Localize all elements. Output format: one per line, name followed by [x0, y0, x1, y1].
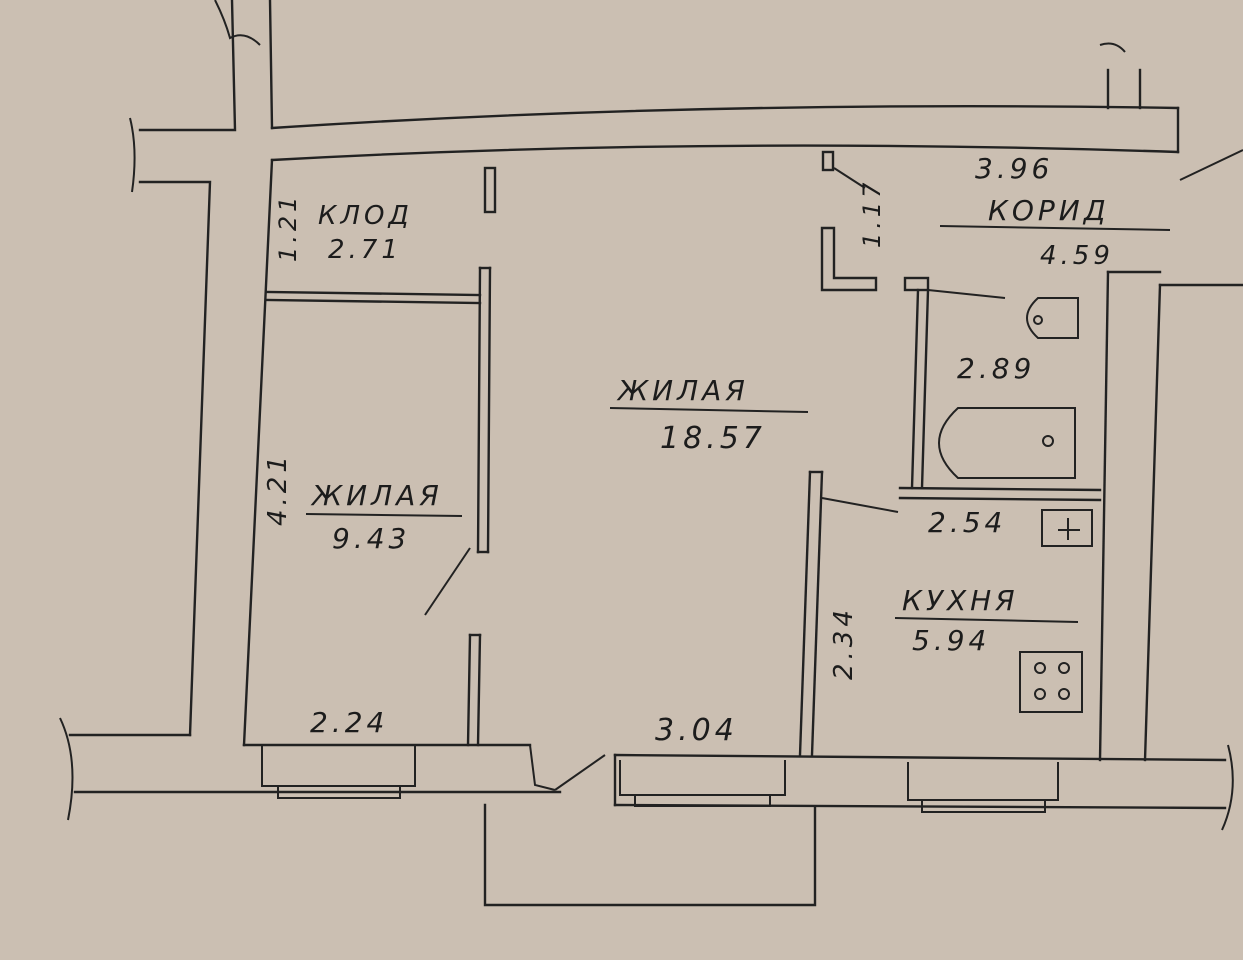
living-small-name: ЖИЛАЯ [310, 479, 443, 512]
storage-name: КЛОД [318, 201, 413, 231]
living-small-length: 4.21 [263, 452, 293, 526]
corridor-name: КОРИД [988, 194, 1110, 227]
bathtub-icon [938, 407, 1076, 479]
kitchen-width: 2.34 [829, 606, 859, 680]
break-lines [59, 0, 1243, 831]
corridor-width: 1.17 [858, 179, 886, 248]
kitchen-area: 5.94 [912, 624, 990, 657]
living-large-name: ЖИЛАЯ [616, 374, 749, 407]
corridor-area: 4.59 [1040, 241, 1114, 271]
interior-walls [264, 150, 1102, 757]
sink-icon [1026, 297, 1079, 339]
living-small-area: 9.43 [332, 522, 410, 555]
storage-area: 2.71 [328, 235, 402, 265]
outer-walls [68, 0, 1243, 907]
stove-icon [1019, 651, 1083, 713]
kitchen-name: КУХНЯ [902, 584, 1019, 617]
living-small-width: 2.24 [310, 706, 388, 739]
fixtures [938, 297, 1093, 713]
corridor-underline [939, 225, 1171, 231]
room-labels: КЛОД 2.71 1.21 3.96 КОРИД 4.59 1.17 2.89… [263, 152, 1171, 748]
storage-width: 1.21 [274, 193, 302, 262]
living-small-underline [305, 513, 463, 517]
kitchen-underline [894, 617, 1079, 623]
bathroom-area: 2.89 [957, 352, 1035, 385]
living-large-width: 3.04 [655, 713, 738, 748]
corridor-length: 3.96 [975, 152, 1053, 185]
kitchen-sink-icon [1041, 509, 1093, 547]
living-large-area: 18.57 [660, 421, 766, 456]
living-large-underline [609, 407, 809, 413]
kitchen-length: 2.54 [928, 506, 1006, 539]
